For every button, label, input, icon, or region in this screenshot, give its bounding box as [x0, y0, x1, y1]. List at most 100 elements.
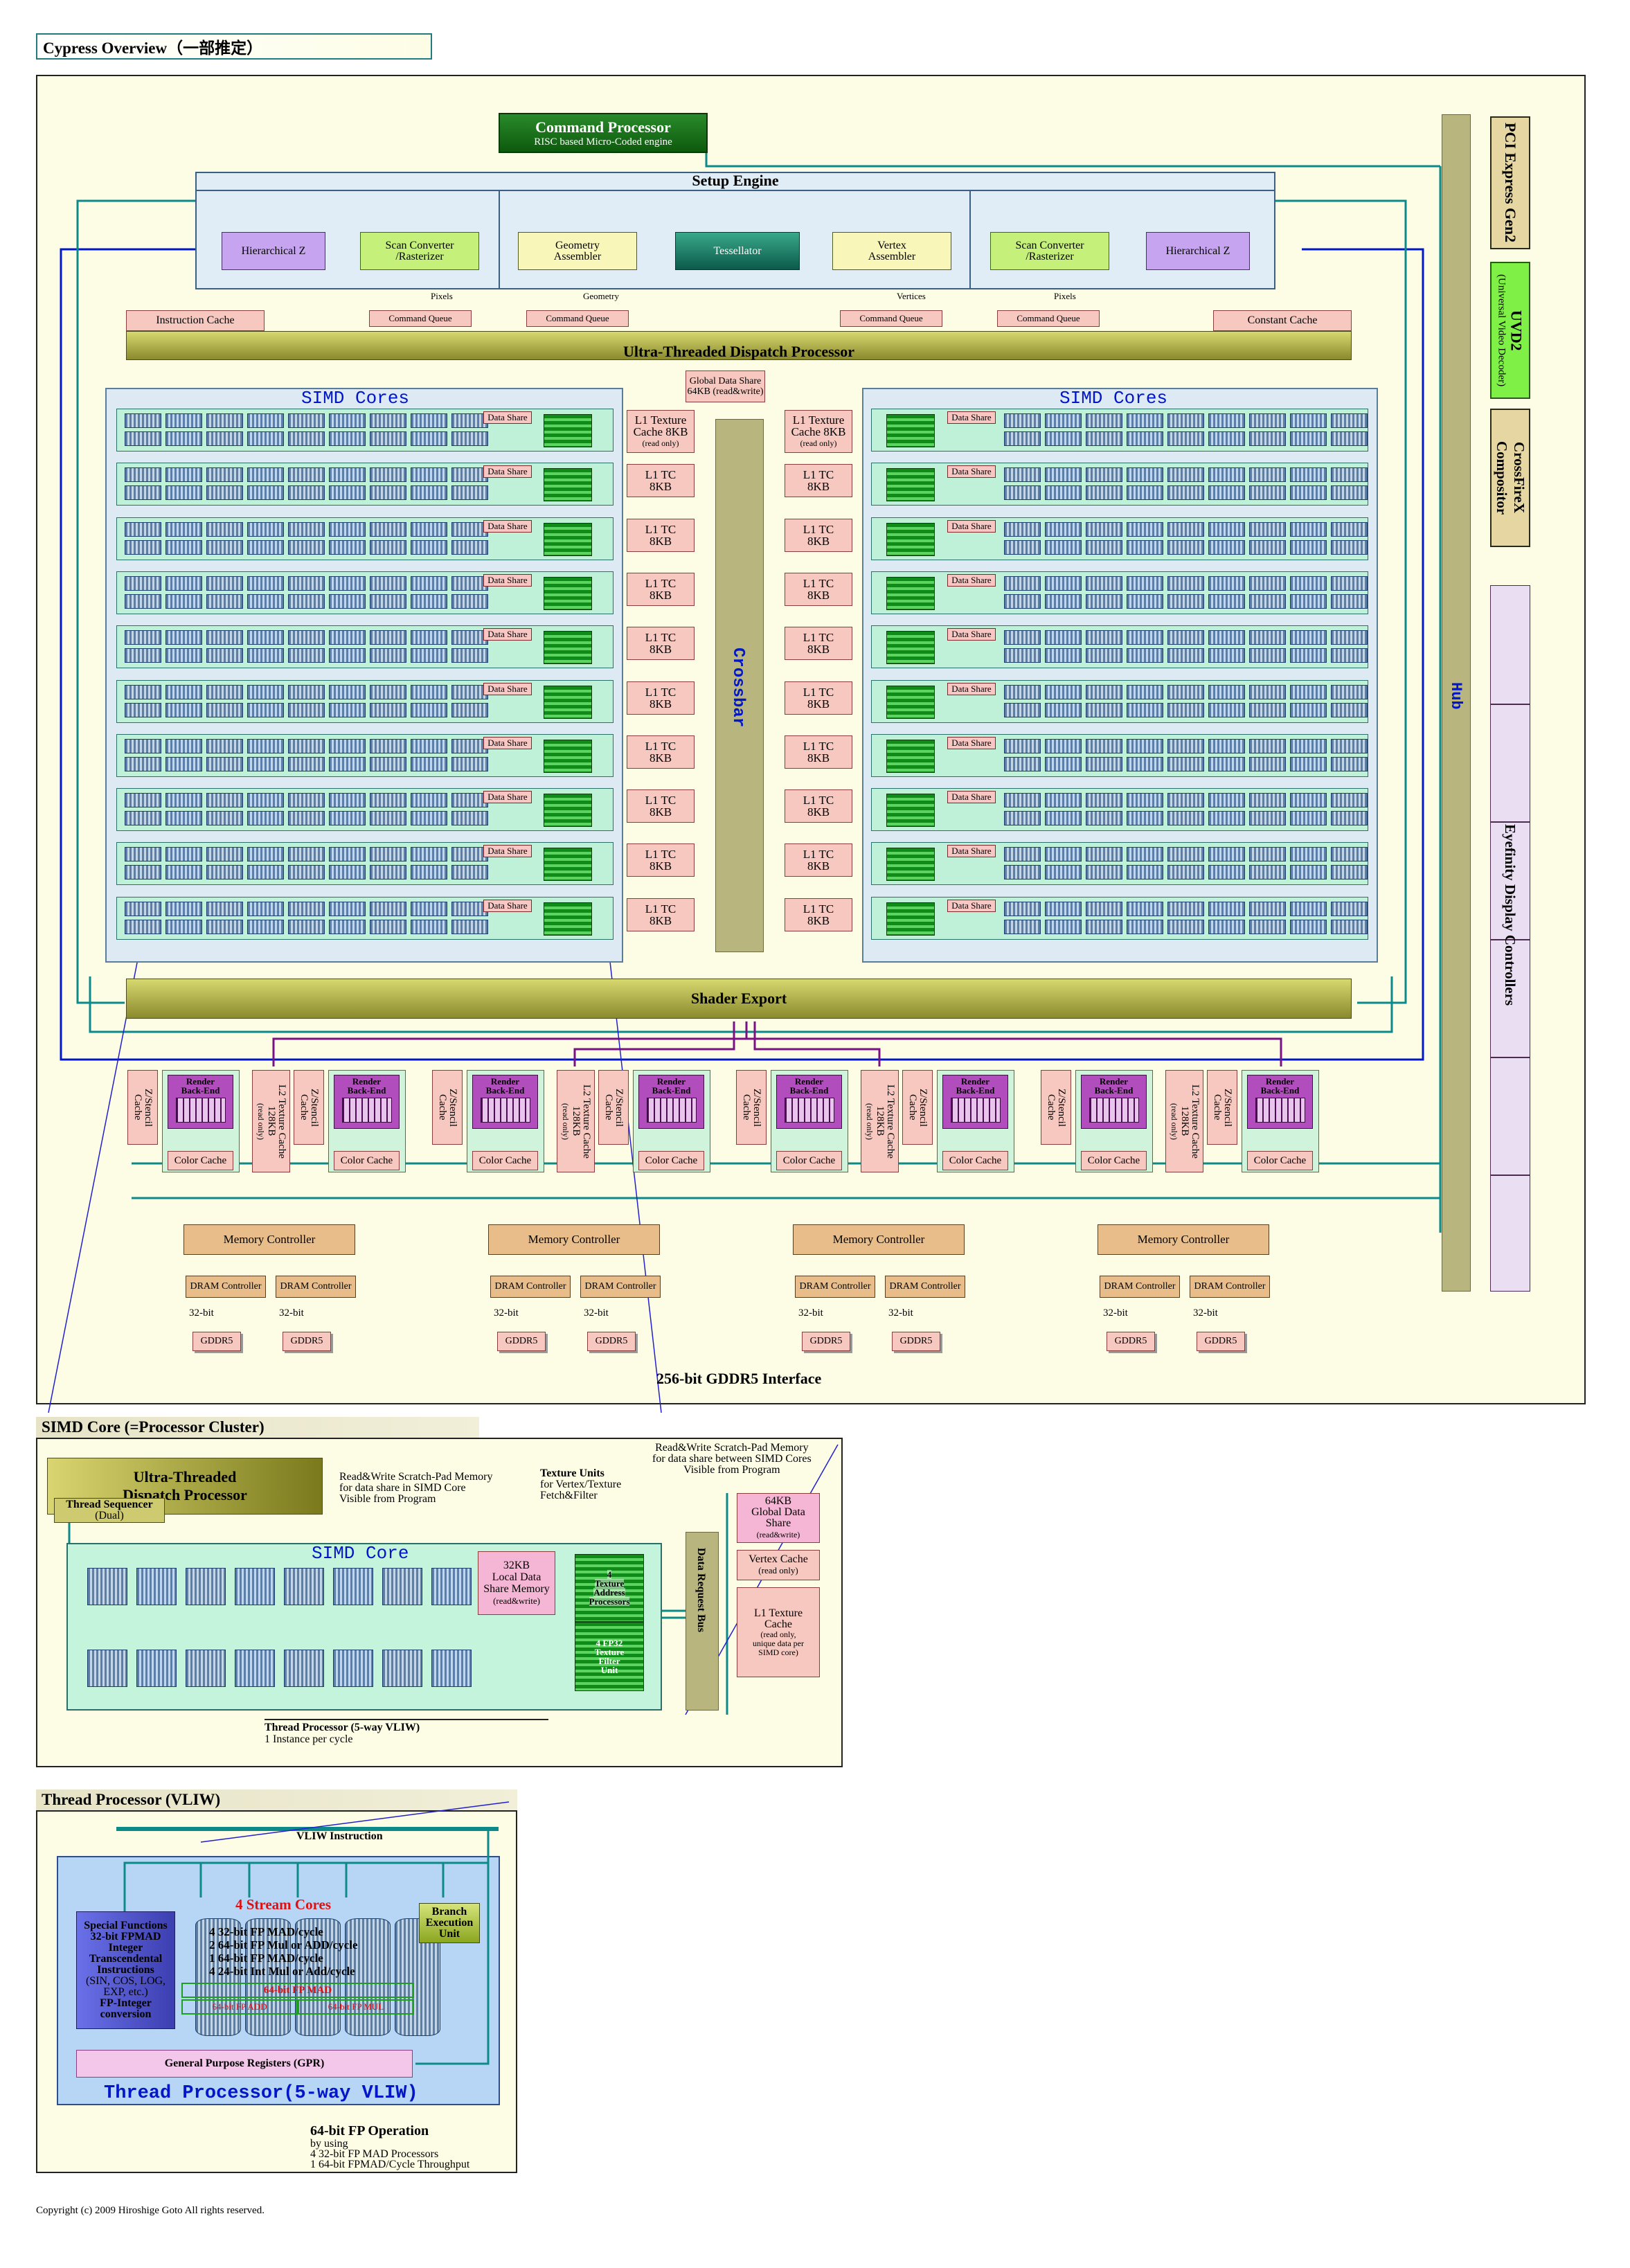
alu-block	[1086, 413, 1122, 428]
alu-block	[165, 575, 202, 591]
data-share: Data Share	[947, 899, 996, 912]
alu-block	[1331, 648, 1368, 663]
setup-engine-title: Setup Engine	[195, 172, 1275, 191]
alu-block	[1331, 702, 1368, 717]
alu-block	[125, 467, 161, 483]
alu-block	[451, 865, 488, 880]
alu-block	[1331, 919, 1368, 934]
simd-alu	[431, 1650, 472, 1687]
alu-block	[1167, 793, 1204, 808]
alu-block	[1290, 648, 1327, 663]
alu-block	[288, 593, 325, 609]
data-share: Data Share	[947, 519, 996, 533]
alu-block	[1290, 847, 1327, 862]
alu-block	[125, 811, 161, 826]
constant-cache: Constant Cache	[1213, 310, 1352, 331]
alu-block	[1086, 485, 1122, 501]
alu-block	[1331, 901, 1368, 916]
alu-block	[370, 702, 406, 717]
alu-block	[1045, 485, 1082, 501]
alu-block	[288, 702, 325, 717]
alu-block	[1290, 684, 1327, 699]
alu-block	[370, 521, 406, 537]
alu-block	[370, 919, 406, 934]
thread-processor-note: Thread Processor (5-way VLIW) 1 Instance…	[265, 1722, 420, 1745]
alu-block	[1167, 901, 1204, 916]
alu-block	[288, 521, 325, 537]
alu-block	[1004, 431, 1041, 446]
gddr5-chip: GDDR5	[1107, 1332, 1155, 1351]
texture-unit	[886, 794, 935, 828]
alu-block	[165, 919, 202, 934]
hub-bar	[1442, 114, 1471, 1292]
command-queue-4: Command Queue	[997, 310, 1100, 327]
alu-block	[1208, 648, 1245, 663]
alu-block	[1167, 467, 1204, 483]
alu-block	[165, 702, 202, 717]
alu-block	[370, 684, 406, 699]
setup-divider-right	[969, 191, 971, 289]
alu-block	[247, 485, 284, 501]
gddr5-chip: GDDR5	[283, 1332, 331, 1351]
alu-block	[1004, 919, 1041, 934]
alu-block	[1004, 413, 1041, 428]
alu-block	[370, 901, 406, 916]
alu-block	[247, 684, 284, 699]
alu-block	[411, 413, 447, 428]
alu-block	[1249, 793, 1286, 808]
bit-width-label: 32-bit	[1193, 1307, 1218, 1319]
memory-controller: Memory Controller	[1098, 1224, 1269, 1255]
alu-block	[1167, 648, 1204, 663]
data-request-bus-label: Data Request Bus	[695, 1548, 707, 1632]
alu-block	[1208, 702, 1245, 717]
data-share: Data Share	[483, 791, 532, 804]
alu-block	[1249, 684, 1286, 699]
alu-block	[288, 630, 325, 645]
alu-block	[125, 919, 161, 934]
eyefinity-label: Eyefinity Display Controllers	[1502, 824, 1519, 1006]
data-share: Data Share	[947, 845, 996, 858]
texture-unit	[544, 902, 592, 936]
alu-block	[1127, 756, 1163, 771]
alu-block	[125, 756, 161, 771]
alu-block	[206, 521, 243, 537]
alu-block	[1086, 793, 1122, 808]
alu-block	[206, 593, 243, 609]
section2-simd-title: SIMD Core	[312, 1543, 409, 1564]
data-share: Data Share	[947, 465, 996, 479]
alu-block	[1167, 413, 1204, 428]
alu-block	[329, 467, 366, 483]
data-share: Data Share	[947, 736, 996, 749]
alu-block	[165, 648, 202, 663]
alu-block	[411, 919, 447, 934]
alu-block	[1004, 865, 1041, 880]
simd-alu	[136, 1650, 177, 1687]
simd-title-left: SIMD Cores	[301, 388, 410, 409]
alu-block	[125, 485, 161, 501]
bit-width-label: 32-bit	[798, 1307, 823, 1319]
fp64-add-box: 64-bit FP ADD	[181, 1999, 298, 2015]
command-queue-3: Command Queue	[840, 310, 942, 327]
alu-block	[1086, 756, 1122, 771]
alu-block	[1249, 702, 1286, 717]
alu-block	[1290, 865, 1327, 880]
alu-block	[1249, 539, 1286, 555]
texture-unit	[544, 468, 592, 502]
alu-block	[411, 467, 447, 483]
alu-block	[288, 738, 325, 753]
flow-label-pixels-left: Pixels	[431, 291, 453, 301]
alu-block	[1331, 467, 1368, 483]
alu-block	[288, 485, 325, 501]
shader-export: Shader Export	[126, 979, 1352, 1019]
alu-block	[165, 467, 202, 483]
data-share: Data Share	[483, 411, 532, 424]
render-backend-units	[951, 1098, 1001, 1123]
alu-block	[206, 847, 243, 862]
alu-block	[165, 684, 202, 699]
color-cache: Color Cache	[334, 1151, 400, 1170]
instruction-cache: Instruction Cache	[126, 310, 265, 331]
alu-block	[206, 539, 243, 555]
